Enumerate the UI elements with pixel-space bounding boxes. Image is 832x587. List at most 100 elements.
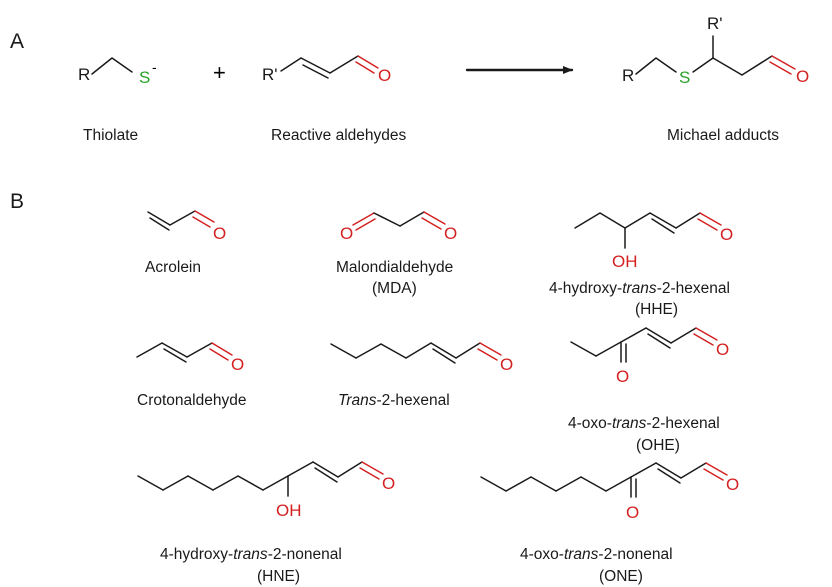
hhe-structure: OH O [574,212,733,271]
bond [405,342,432,359]
bond [620,327,647,343]
bond [329,55,359,74]
atom-oxygen: O [720,225,733,244]
caption-mda-abbr: (MDA) [372,280,417,297]
bond [300,57,331,74]
caption-reactive-aldehydes: Reactive aldehydes [271,127,407,144]
caption-one-abbr: (ONE) [599,568,643,585]
atom-r-prime: R' [707,14,723,33]
bond [162,475,189,491]
bond [480,476,507,492]
bond-carbonyl-double [769,61,792,75]
caption-acrolein: Acrolein [145,259,201,276]
bond-carbonyl [479,342,502,356]
bond [136,342,163,358]
bond-carbonyl [357,55,379,69]
bond-carbonyl [361,461,384,475]
bond [262,475,289,491]
caption-michael-adducts: Michael adducts [667,127,779,144]
bond [645,327,672,344]
bond-carbonyl-double [192,216,211,228]
michael-adduct-structure: R S R' O [622,14,809,87]
caption-hhe-abbr: (HHE) [635,301,678,318]
bond-double [163,348,187,363]
caption-mda-name: Malondialdehyde [336,259,453,276]
caption-crotonaldehyde: Crotonaldehyde [137,392,246,409]
bond [355,343,382,359]
bond [212,475,239,491]
atom-oxygen: O [796,67,809,86]
caption-hhe-name: 4-hydroxy-trans-2-hexenal [549,280,730,297]
bond [187,475,214,491]
atom-hydroxyl: OH [612,252,638,271]
atom-oxygen: O [444,224,457,243]
bond-double [302,64,329,79]
bond-carbonyl-double [209,348,229,361]
bond [675,212,701,229]
bond [430,342,457,359]
bond [455,342,481,359]
bond [280,57,302,72]
atom-oxo: O [626,503,639,522]
charge-minus: - [152,59,157,75]
atom-oxygen: O [378,66,391,85]
bond [380,343,407,359]
bond [530,476,557,492]
mda-structure: O O [340,211,457,243]
atom-r-prime: R' [262,65,278,84]
atom-oxygen: O [213,224,226,243]
bond-double [651,218,675,234]
atom-oxygen: O [726,475,739,494]
atom-r: R [78,65,90,84]
bond-double [432,348,456,364]
bond-carbonyl-double [697,218,718,231]
bond-carbonyl-double [703,468,724,481]
bond-carbonyl-double [693,333,714,346]
atom-sulfur: S [139,68,150,87]
atom-oxygen: O [382,474,395,493]
atom-hydroxyl: OH [276,501,302,520]
bond [649,212,677,229]
bond [147,211,171,226]
panel-label-a: A [10,30,24,53]
bond-carbonyl [695,327,718,341]
bond [555,476,582,492]
bond-carbonyl-double [421,217,442,230]
atom-sulfur: S [679,68,690,87]
acrolein-structure: O [147,210,226,243]
bond [580,476,607,492]
bond-carbonyl [771,55,796,70]
one-structure: O O [480,462,739,522]
bond [337,461,363,478]
bond [330,343,357,359]
bond-double [657,468,681,484]
bond [399,211,425,227]
bond [595,341,622,357]
atom-oxo: O [616,367,629,386]
bond-carbonyl [352,212,375,226]
caption-trans-hexenal: Trans-2-hexenal [338,392,450,409]
crotonaldehyde-structure: O [136,342,244,374]
bond [630,462,657,478]
bond-carbonyl [194,210,215,223]
bond-chain [91,57,133,75]
bond-chain [635,57,677,75]
bond [570,341,597,357]
bond [237,475,264,491]
caption-one-name: 4-oxo-trans-2-nonenal [520,546,673,563]
trans-hexenal-structure: O [330,342,513,374]
bond-carbonyl-double [355,61,375,74]
atom-oxygen: O [716,340,729,359]
bond [605,476,632,492]
bond-double [314,467,338,483]
bond-carbonyl-double [359,467,380,480]
bond [373,212,401,227]
bond-carbonyl [705,462,728,476]
bond-carbonyl-double [477,348,498,361]
ohe-structure: O O [570,327,729,386]
caption-thiolate: Thiolate [83,127,138,144]
caption-hne-abbr: (HNE) [257,568,300,585]
bond-carbonyl [211,342,233,356]
